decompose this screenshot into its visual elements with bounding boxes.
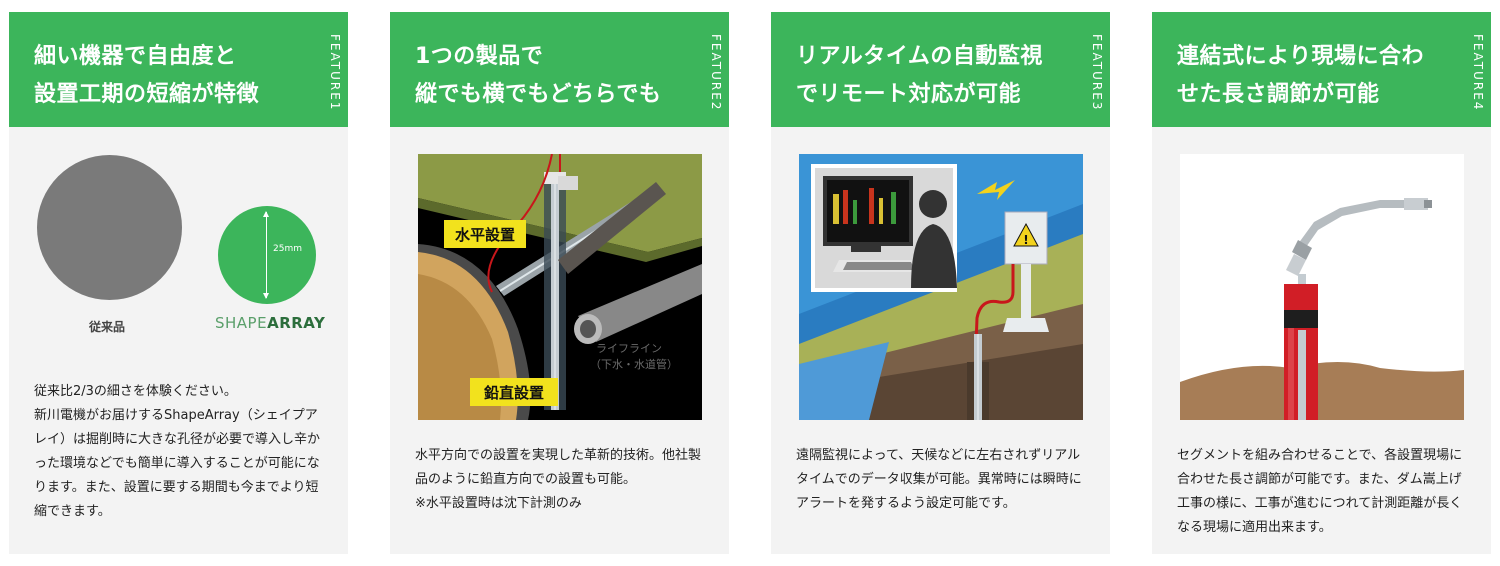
feature-number: FEATURE3 (1090, 34, 1104, 112)
feature-number: FEATURE4 (1471, 34, 1485, 112)
feature-header: 細い機器で自由度と 設置工期の短縮が特徴 FEATURE1 (9, 12, 348, 127)
label-vertical: 鉛直設置 (484, 384, 544, 402)
feature-description: 水平方向での設置を実現した革新的技術。他社製品のように鉛直方向での設置も可能。 … (415, 448, 702, 511)
feature-title: 1つの製品で 縦でも横でもどちらでも (415, 44, 662, 107)
conventional-label: 従来品 (89, 320, 126, 334)
svg-text:!: ! (1023, 233, 1028, 247)
feature-description: セグメントを組み合わせることで、各設置現場に合わせた長さ調節が可能です。また、ダ… (1177, 448, 1463, 535)
feature-card-1: 細い機器で自由度と 設置工期の短縮が特徴 FEATURE1 25mm 従来品 S… (9, 12, 348, 554)
installation-illustration: 水平設置 鉛直設置 ライフライン （下水・水道管） (418, 154, 702, 420)
segment-illustration (1180, 154, 1464, 420)
conventional-diameter-circle (37, 155, 182, 300)
brand-bold: ARRAY (267, 314, 326, 332)
brand-light: SHAPE (215, 314, 268, 332)
dimension-label: 25mm (273, 244, 302, 254)
feature-number: FEATURE1 (328, 34, 342, 112)
label-lifeline-sub: （下水・水道管） (590, 357, 678, 371)
feature-header: 1つの製品で 縦でも横でもどちらでも FEATURE2 (390, 12, 729, 127)
feature-header: リアルタイムの自動監視 でリモート対応が可能 FEATURE3 (771, 12, 1110, 127)
feature-number: FEATURE2 (709, 34, 723, 112)
feature-header: 連結式により現場に合わ せた長さ調節が可能 FEATURE4 (1152, 12, 1491, 127)
shapearray-logo: SHAPEARRAY (215, 314, 325, 332)
feature-description: 遠隔監視によって、天候などに左右されずリアルタイムでのデータ収集が可能。異常時に… (796, 448, 1082, 511)
feature-description: 従来比2/3の細さを体験ください。 新川電機がお届けするShapeArray（シ… (34, 384, 321, 519)
feature-title: リアルタイムの自動監視 でリモート対応が可能 (796, 44, 1043, 107)
label-lifeline: ライフライン (596, 342, 662, 355)
shapearray-diameter-circle: 25mm (218, 206, 316, 304)
feature-title: 連結式により現場に合わ せた長さ調節が可能 (1177, 44, 1425, 107)
label-horizontal: 水平設置 (455, 226, 515, 244)
feature-card-3: リアルタイムの自動監視 でリモート対応が可能 FEATURE3 ! (771, 12, 1110, 554)
dimension-arrow-icon (263, 211, 269, 299)
feature-card-4: 連結式により現場に合わ せた長さ調節が可能 FEATURE4 セグメントを組み合… (1152, 12, 1491, 554)
feature-title: 細い機器で自由度と 設置工期の短縮が特徴 (34, 44, 260, 107)
feature-card-2: 1つの製品で 縦でも横でもどちらでも FEATURE2 水平設置 (390, 12, 729, 554)
remote-monitoring-illustration: ! (799, 154, 1083, 420)
diameter-comparison: 25mm 従来品 SHAPEARRAY (9, 142, 348, 342)
